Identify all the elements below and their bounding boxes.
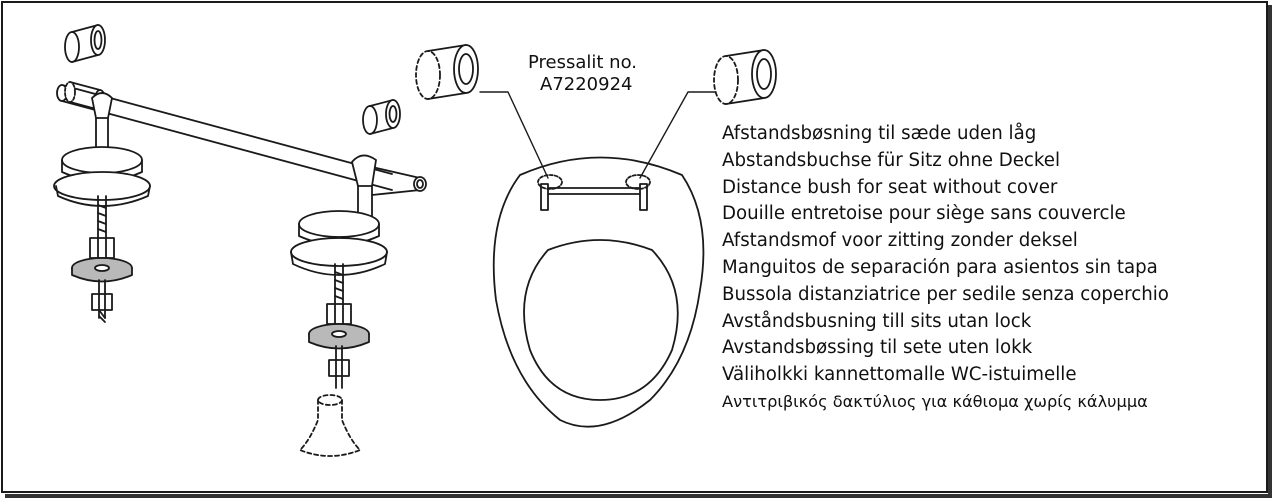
- description-english: Distance bush for seat without cover: [722, 176, 1058, 198]
- hinge-rod: [56, 81, 427, 196]
- description-finnish: Väliholkki kannettomalle WC-istuimelle: [722, 364, 1077, 386]
- frame-shadow-right: [1268, 5, 1272, 495]
- description-dutch: Afstandsmof voor zitting zonder deksel: [722, 230, 1078, 252]
- toilet-seat: [492, 156, 705, 428]
- multilingual-description-list: Afstandsbøsning til sæde uden låg Abstan…: [722, 121, 1169, 416]
- bush-right-large: [713, 49, 777, 105]
- description-german: Abstandsbuchse für Sitz ohne Deckel: [722, 149, 1061, 171]
- left-hinge-assembly: [53, 92, 151, 323]
- loose-bush-middle: [362, 99, 401, 135]
- part-label-line2: A7220924: [540, 74, 633, 95]
- part-label-line1: Pressalit no.: [528, 52, 638, 73]
- description-norwegian: Avstandsbøssing til sete uten lokk: [722, 337, 1033, 359]
- frame-shadow-bottom: [5, 494, 1272, 498]
- description-danish: Afstandsbøsning til sæde uden låg: [722, 123, 1037, 144]
- leader-lines: [479, 91, 717, 179]
- loose-bush-top-left: [64, 24, 106, 63]
- description-italian: Bussola distanziatrice per sedile senza …: [722, 283, 1169, 305]
- right-hinge-assembly: [290, 154, 388, 457]
- bush-left-large: [415, 44, 479, 100]
- description-french: Douille entretoise pour siège sans couve…: [722, 203, 1126, 225]
- description-spanish: Manguitos de separación para asientos si…: [722, 256, 1158, 278]
- description-swedish: Avståndsbusning till sits utan lock: [722, 310, 1032, 332]
- part-number-label: Pressalit no. A7220924: [528, 52, 637, 96]
- description-greek: Αντιτριβικός δακτύλιος για κάθιομα χωρίς…: [722, 391, 1148, 411]
